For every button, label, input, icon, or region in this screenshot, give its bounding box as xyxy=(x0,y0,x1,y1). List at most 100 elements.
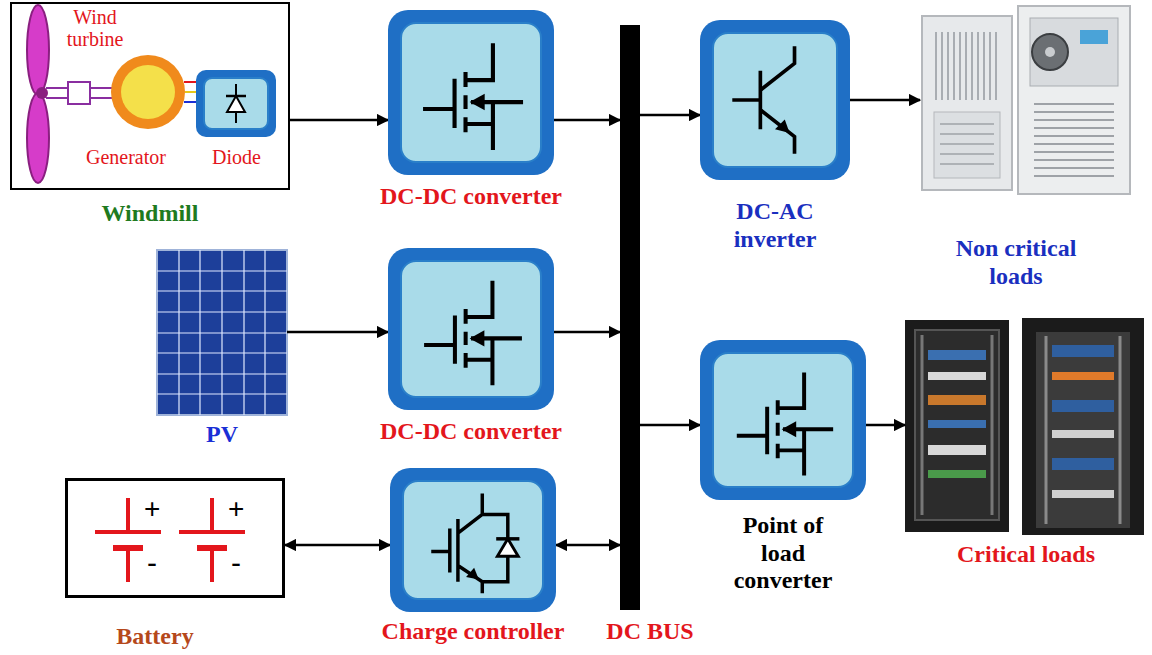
illustration-part xyxy=(934,112,1000,178)
illustration-part xyxy=(90,97,114,99)
switch-symbol xyxy=(402,24,540,161)
converter-inner xyxy=(712,32,838,168)
illustration-part xyxy=(1052,490,1114,498)
converter-inner xyxy=(402,480,544,600)
illustration-part xyxy=(922,16,1012,190)
battery-box: Battery xyxy=(65,478,285,598)
generator-symbol xyxy=(111,55,198,129)
block-label: DC-DC converter xyxy=(380,418,562,446)
illustration-part xyxy=(1036,332,1130,528)
inverter-block: DC-AC inverter xyxy=(700,20,850,180)
illustration-part xyxy=(1022,318,1144,535)
block-label: Battery xyxy=(116,623,193,651)
connector-arrow xyxy=(554,331,620,334)
illustration-part xyxy=(1052,430,1114,438)
illustration-part xyxy=(470,330,485,346)
illustration-part xyxy=(1052,372,1114,380)
illustration-part xyxy=(936,32,996,100)
illustration-part xyxy=(157,250,287,415)
illustration-part xyxy=(922,335,992,515)
illustration-part xyxy=(496,537,519,540)
illustration-part xyxy=(227,96,245,112)
illustration-part xyxy=(928,395,986,405)
illustration-part xyxy=(732,46,794,153)
illustration-part xyxy=(90,87,114,89)
block-label: Non critical loads xyxy=(931,235,1101,290)
illustration-part xyxy=(121,65,175,119)
illustration-part xyxy=(1080,30,1108,44)
dc-bus-bar: DC BUS xyxy=(620,25,640,610)
illustration-part xyxy=(111,55,185,129)
block-label: DC BUS xyxy=(606,618,693,646)
illustration-part xyxy=(1046,336,1120,524)
illustration-part xyxy=(1018,6,1130,194)
polarity-sign: + xyxy=(228,494,244,525)
connector-arrow xyxy=(285,544,390,547)
connector-arrow xyxy=(556,544,620,547)
converter-block: DC-DC converter xyxy=(388,248,554,410)
illustration-part xyxy=(497,539,518,556)
illustration-part xyxy=(68,82,90,104)
polarity-sign: - xyxy=(147,546,157,579)
server-racks xyxy=(905,318,1144,535)
illustration-part xyxy=(940,124,994,164)
charge-controller-block: Charge controller xyxy=(390,468,556,612)
illustration-part xyxy=(46,97,68,99)
block-label: DC-DC converter xyxy=(380,183,562,211)
load-node: Critical loads xyxy=(905,315,1147,535)
illustration-part xyxy=(737,372,833,475)
part-name: Wind turbine xyxy=(55,6,135,50)
illustration-part xyxy=(1052,345,1114,357)
switch-symbol xyxy=(714,354,852,486)
illustration-part xyxy=(157,250,287,415)
connector-arrow xyxy=(290,119,388,122)
illustration-part xyxy=(46,87,68,89)
load-node: Non critical loads xyxy=(920,5,1132,195)
connector-arrow xyxy=(866,424,905,427)
block-label: Point of load converter xyxy=(718,512,848,595)
illustration-part xyxy=(1052,458,1114,470)
converter-block: Point of load converter xyxy=(700,340,866,500)
connector-arrow xyxy=(554,119,620,122)
illustration-part xyxy=(431,494,508,594)
illustration-part xyxy=(782,421,797,437)
illustration-part xyxy=(915,330,999,520)
connector-arrow xyxy=(850,99,920,102)
illustration-part xyxy=(184,101,198,103)
pv-node: PV xyxy=(157,250,287,415)
part-name: Generator xyxy=(86,146,166,168)
illustration-part xyxy=(1045,47,1055,57)
illustration-part xyxy=(1052,400,1114,412)
illustration-part xyxy=(1032,34,1068,70)
cabinet-units xyxy=(922,6,1130,194)
illustration-part xyxy=(197,545,227,551)
illustration-part xyxy=(928,420,986,428)
switch-symbol xyxy=(404,482,542,598)
illustration-part xyxy=(226,95,246,98)
illustration-part xyxy=(928,372,986,380)
illustration-part xyxy=(423,43,523,150)
illustration-part xyxy=(905,320,1009,532)
polarity-sign: - xyxy=(231,546,241,579)
illustration-part xyxy=(113,545,143,551)
block-label: PV xyxy=(206,421,238,449)
block-label: Windmill xyxy=(102,200,199,228)
part-name: Diode xyxy=(212,146,261,168)
illustration-part xyxy=(424,281,522,386)
switch-symbol xyxy=(714,34,836,166)
illustration-part xyxy=(470,94,485,110)
connector-arrow xyxy=(640,114,700,117)
polarity-sign: + xyxy=(144,494,160,525)
connector-arrow xyxy=(640,424,700,427)
converter-inner xyxy=(400,260,542,398)
converter-inner xyxy=(712,352,854,488)
battery-cells xyxy=(95,498,245,582)
illustration-part xyxy=(928,350,986,360)
pv-panel xyxy=(157,250,287,415)
illustration-part xyxy=(27,5,49,95)
converter-block: DC-DC converter xyxy=(388,10,554,175)
illustration-part xyxy=(184,81,198,83)
block-label: Charge controller xyxy=(382,618,565,646)
illustration-part xyxy=(196,70,276,137)
